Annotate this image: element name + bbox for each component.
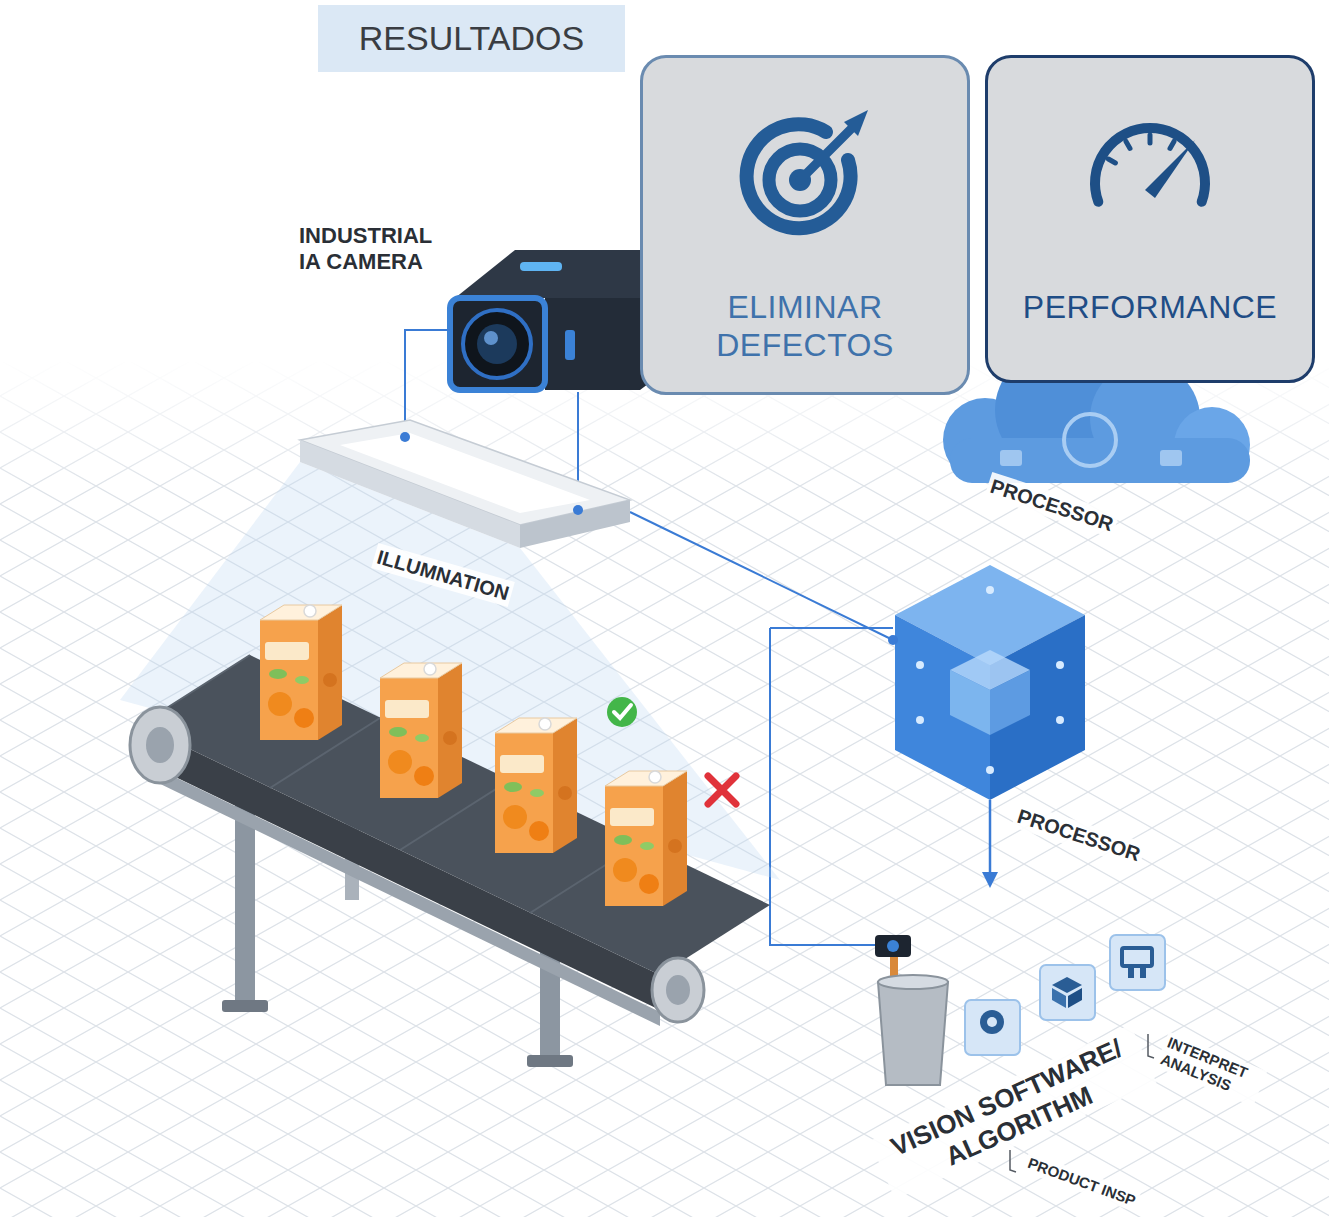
gauge-icon: [1075, 98, 1225, 248]
result-box: ELIMINAR DEFECTOS: [640, 55, 970, 395]
pass-fail-marks: [607, 697, 736, 804]
result-box: PERFORMANCE: [985, 55, 1315, 383]
title-band: RESULTADOS: [318, 5, 625, 72]
box-label: ELIMINAR DEFECTOS: [657, 288, 953, 365]
reject-bin: [875, 935, 948, 1085]
icon-holder: [1075, 98, 1225, 248]
title-text: RESULTADOS: [359, 19, 584, 58]
icon-holder: [730, 98, 880, 248]
box-label: PERFORMANCE: [1023, 288, 1277, 326]
target-icon: [730, 98, 880, 248]
conveyor: [130, 655, 770, 1067]
floor-grid: [0, 360, 1329, 1217]
juice-cartons: [260, 605, 687, 906]
illustration-label: INDUSTRIAL IA CAMERA: [296, 222, 452, 277]
